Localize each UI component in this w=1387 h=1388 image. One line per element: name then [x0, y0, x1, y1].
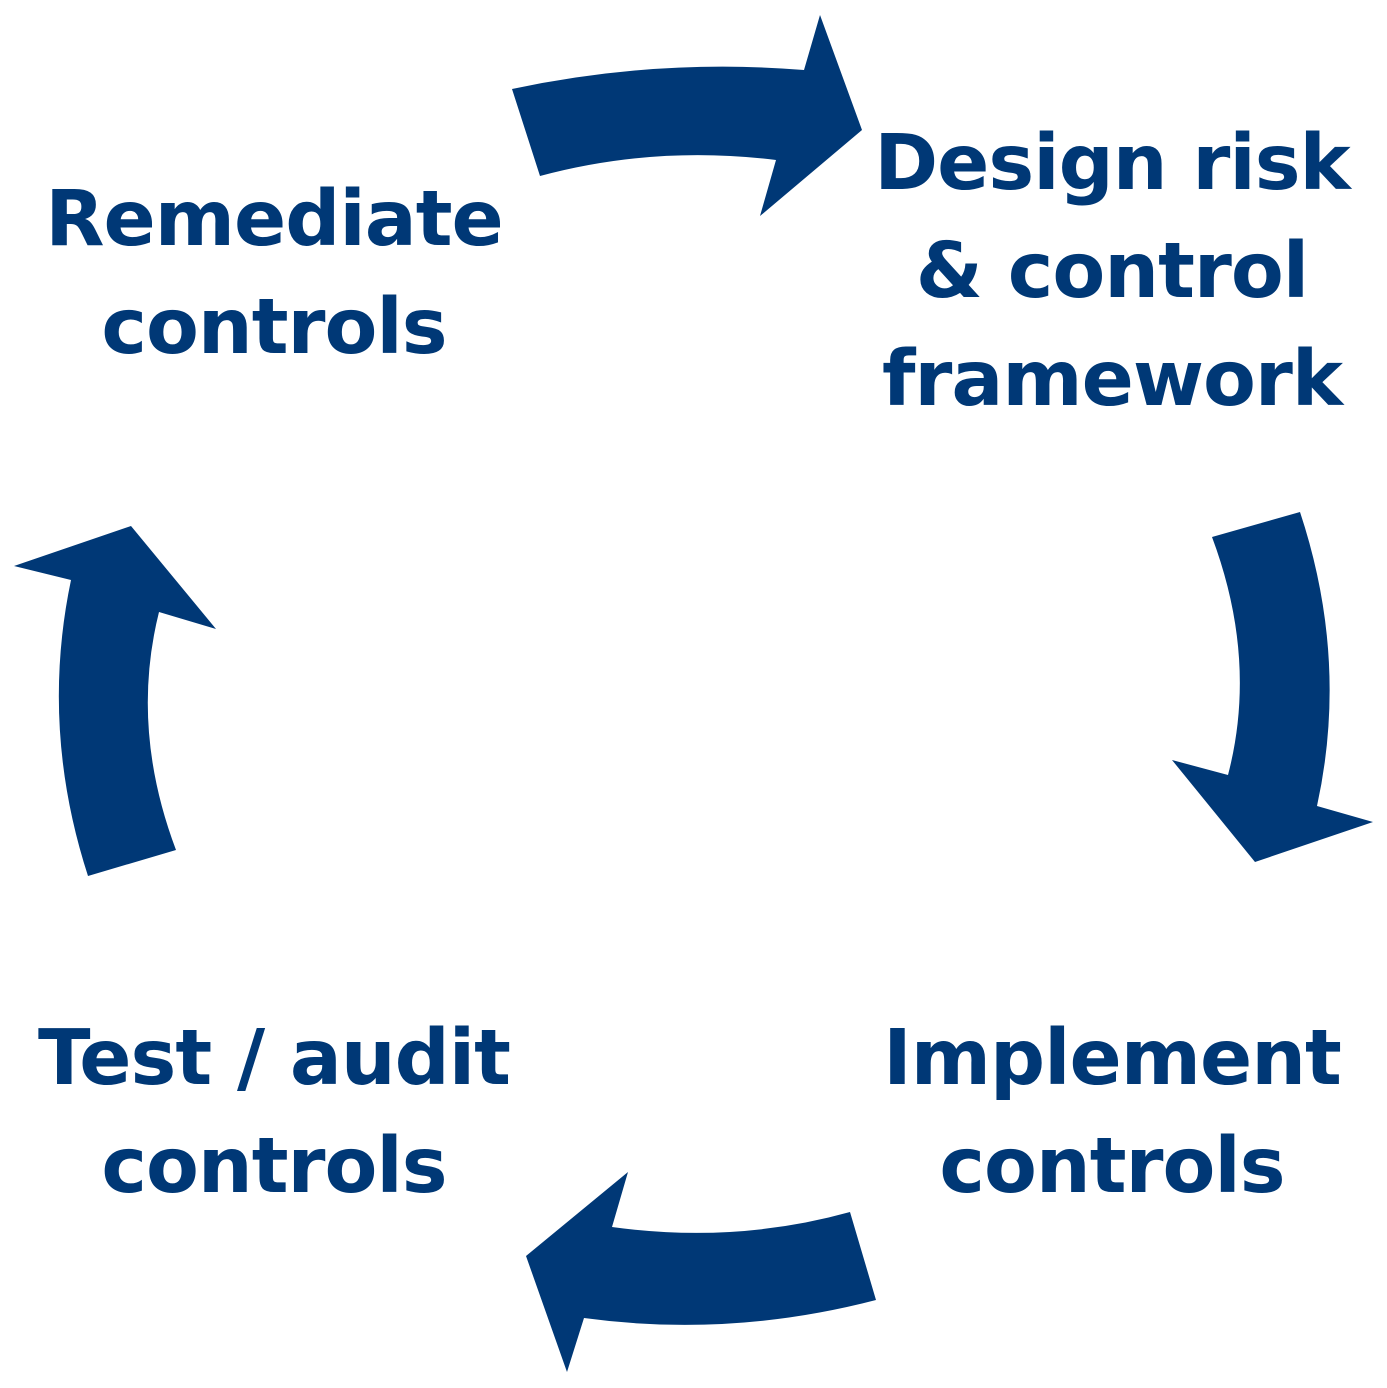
stage-remediate-controls: Remediate controls [24, 166, 524, 382]
stage-implement-controls: Implement controls [862, 1005, 1362, 1221]
stage-design-line-3: framework [881, 335, 1343, 424]
stage-design-line-1: Design risk [874, 119, 1351, 208]
stage-remediate-line-1: Remediate [45, 175, 503, 264]
arrow-test-to-remediate [14, 526, 216, 876]
arrow-design-to-implement [1172, 512, 1373, 862]
stage-design-framework: Design risk & control framework [862, 110, 1362, 434]
stage-implement-line-1: Implement [883, 1014, 1342, 1103]
arrow-remediate-to-design [512, 15, 862, 216]
arrow-implement-to-test [526, 1172, 876, 1372]
stage-remediate-line-2: controls [101, 283, 447, 372]
stage-implement-line-2: controls [939, 1122, 1285, 1211]
stage-design-line-2: & control [915, 227, 1309, 316]
stage-test-audit-controls: Test / audit controls [24, 1005, 524, 1221]
stage-test-line-2: controls [101, 1122, 447, 1211]
stage-test-line-1: Test / audit [38, 1014, 511, 1103]
